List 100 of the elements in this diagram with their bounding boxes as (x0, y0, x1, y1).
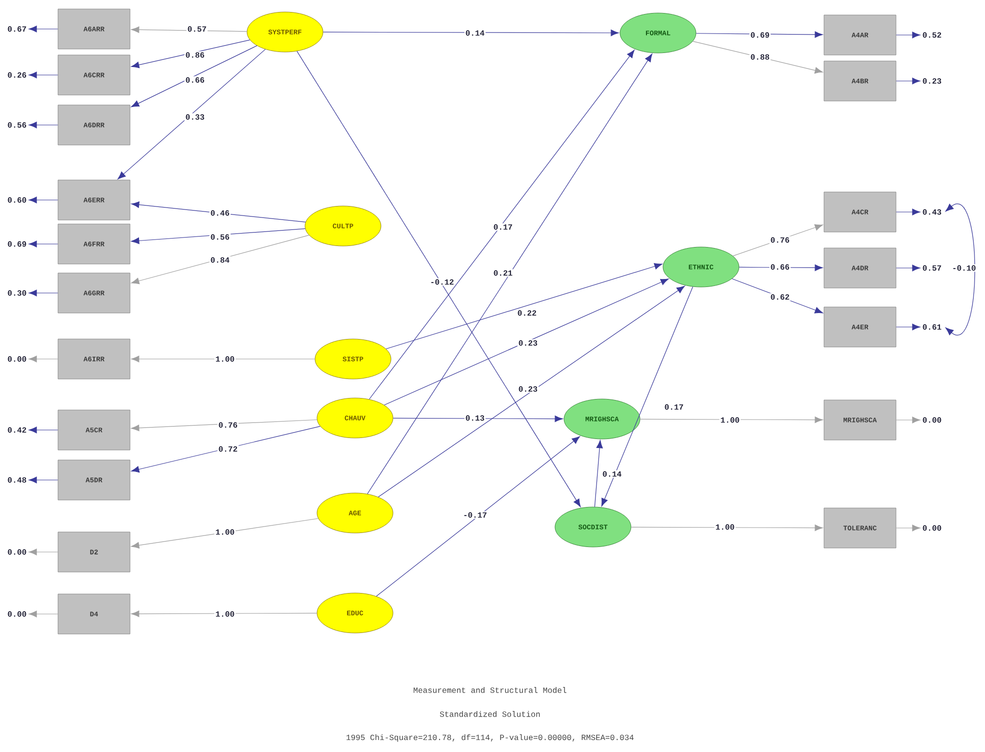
arrow (28, 356, 58, 362)
arrow (131, 610, 318, 618)
arrow (368, 50, 635, 400)
edge-label: 1.00 (214, 610, 236, 618)
arrow (28, 72, 58, 78)
edge-label: -0.17 (462, 511, 488, 519)
arrow (131, 518, 319, 549)
arrow (296, 50, 581, 508)
edge-label: 1.00 (719, 416, 741, 424)
arrow (28, 290, 58, 296)
caption-text: Standardized Solution (440, 711, 540, 717)
arrow (738, 264, 823, 271)
edge-label: 0.23 (517, 385, 539, 393)
edge-label: 1.00 (214, 528, 236, 536)
arrow (384, 278, 669, 406)
arrow (392, 416, 563, 422)
title: Measurement and Structural Model (414, 687, 566, 693)
edge-label: 0.88 (749, 53, 771, 61)
edge-label: 0.17 (663, 403, 685, 411)
arrow (732, 278, 823, 314)
edge-label: 0.22 (516, 309, 538, 317)
edge-label: 0.76 (217, 421, 239, 429)
arrow (896, 32, 920, 38)
arrow (696, 31, 823, 38)
error-value: 0.26 (8, 72, 26, 78)
arrow (601, 286, 694, 506)
error-value: 0.00 (922, 417, 942, 423)
edge-label: 0.14 (601, 470, 623, 478)
edge-label: 1.00 (214, 355, 236, 363)
error-value: 0.57 (922, 265, 942, 271)
edge-label: 1.00 (714, 523, 736, 531)
arrow (131, 356, 316, 362)
arrow (594, 440, 603, 508)
error-value: 0.00 (8, 356, 26, 362)
edge-label: 0.66 (184, 76, 206, 84)
edge-label: 0.56 (209, 233, 231, 241)
arrow (131, 201, 306, 222)
edge-label: 0.33 (184, 113, 206, 121)
edge-label: 0.84 (209, 256, 231, 264)
arrow (896, 78, 920, 84)
arrow (896, 416, 920, 424)
arrow (28, 610, 58, 618)
arrow (118, 49, 266, 180)
error-value: 0.60 (8, 197, 26, 203)
arrow (376, 436, 580, 597)
error-value: 0.52 (922, 32, 942, 38)
edge-label: -0.10 (951, 264, 977, 272)
edge-label: 0.23 (517, 339, 539, 347)
edge-label: -0.12 (429, 278, 455, 286)
arrow (28, 476, 58, 484)
arrow (131, 40, 250, 68)
error-value: 0.56 (8, 122, 26, 128)
arrow (28, 26, 58, 32)
edge-label: 0.57 (186, 25, 208, 33)
arrow (131, 419, 318, 432)
arrow (28, 196, 58, 204)
arrow (28, 426, 58, 434)
error-value: 0.69 (8, 241, 26, 247)
arrow (896, 208, 920, 216)
edge-label: 0.21 (492, 269, 514, 277)
error-value: 0.42 (8, 427, 26, 433)
arrow (896, 324, 920, 330)
arrow (367, 54, 652, 494)
edge-label: 0.86 (184, 51, 206, 59)
arrow (386, 263, 662, 350)
arrow (28, 122, 58, 128)
edge-label: 0.46 (209, 209, 231, 217)
arrow (378, 286, 685, 498)
edge-label: 0.17 (492, 223, 514, 231)
arrow (131, 26, 248, 33)
caption-text: 1995 Chi-Square=210.78, df=114, P-value=0.00000, RMSEA=0.034 (346, 734, 634, 742)
arrow (131, 234, 310, 284)
arrow (896, 524, 920, 532)
arrow (640, 416, 823, 424)
arrow (130, 45, 258, 108)
error-value: 0.30 (8, 290, 26, 296)
arrow (692, 40, 823, 74)
arrow (28, 548, 58, 556)
arrow (131, 228, 306, 244)
error-value: 0.67 (8, 26, 26, 32)
error-value: 0.00 (922, 525, 942, 531)
error-value: 0.48 (8, 477, 26, 483)
edge-label: 0.13 (464, 414, 486, 422)
arrow (896, 264, 920, 272)
edge-label: 0.76 (769, 236, 791, 244)
arrow (732, 224, 823, 256)
error-value: 0.61 (922, 324, 942, 330)
edge-label: 0.72 (217, 445, 239, 453)
arrow (630, 524, 823, 532)
error-value: 0.00 (8, 611, 26, 617)
edge-label: 0.62 (769, 293, 791, 301)
arrow (322, 30, 619, 36)
error-value: 0.43 (922, 209, 942, 215)
arrow (28, 240, 58, 248)
error-value: 0.00 (8, 549, 26, 555)
arrow (945, 204, 976, 336)
edge-label: 0.14 (464, 29, 486, 37)
error-value: 0.23 (922, 78, 942, 84)
edge-label: 0.66 (769, 263, 791, 271)
edge-label: 0.69 (749, 31, 771, 39)
